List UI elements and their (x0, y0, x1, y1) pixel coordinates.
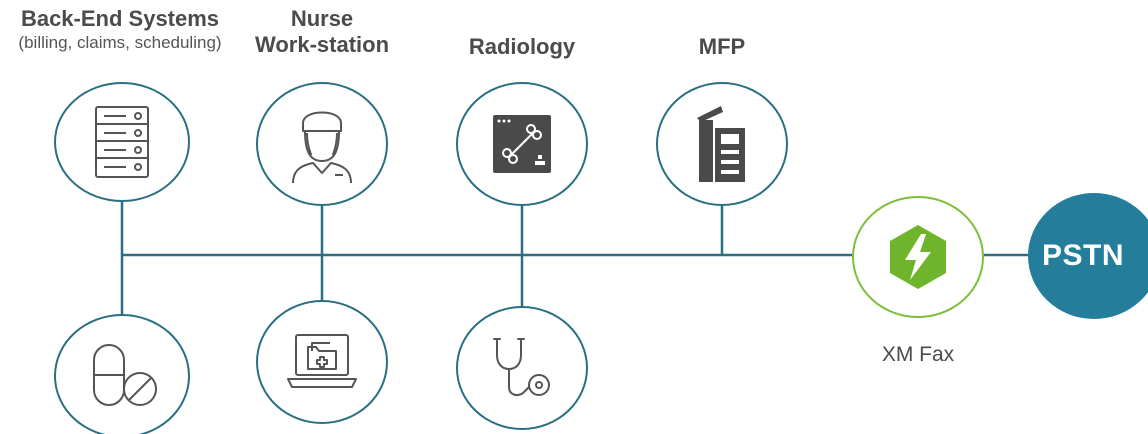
nurse-label-line2: Work-station (254, 32, 390, 57)
radiology-label: Radiology (442, 34, 602, 60)
multifunction-printer-icon (697, 106, 745, 182)
back-end-title: Back-End Systems (20, 6, 220, 31)
pstn-label: PSTN (1041, 239, 1124, 272)
nurse-node (256, 82, 388, 206)
back-end-label: Back-End Systems (billing, claims, sched… (0, 6, 240, 54)
clinician-node (456, 306, 588, 430)
mfp-title: MFP (698, 34, 746, 59)
back-end-node (54, 82, 190, 202)
back-end-subtitle: (billing, claims, scheduling) (18, 33, 222, 52)
radiology-node (456, 82, 588, 206)
xm-fax-label: XM Fax (858, 342, 978, 368)
nurse-label: Nurse Work-station (222, 6, 422, 58)
pstn-node: PSTN (1028, 193, 1148, 319)
pharmacy-node (54, 314, 190, 434)
records-node (256, 300, 388, 424)
nurse-icon (292, 111, 352, 184)
stethoscope-icon (493, 338, 550, 396)
lightning-hexagon-icon (890, 225, 946, 289)
mfp-node (656, 82, 788, 206)
nurse-label-line1: Nurse (290, 6, 354, 31)
mfp-label: MFP (662, 34, 782, 60)
xm-fax-title: XM Fax (881, 343, 955, 366)
xm-fax-node (852, 196, 984, 318)
server-rack-icon (95, 106, 149, 178)
xray-bone-icon (493, 115, 551, 173)
pills-icon (93, 344, 157, 406)
radiology-title: Radiology (468, 34, 576, 59)
laptop-medical-folder-icon (287, 334, 357, 388)
